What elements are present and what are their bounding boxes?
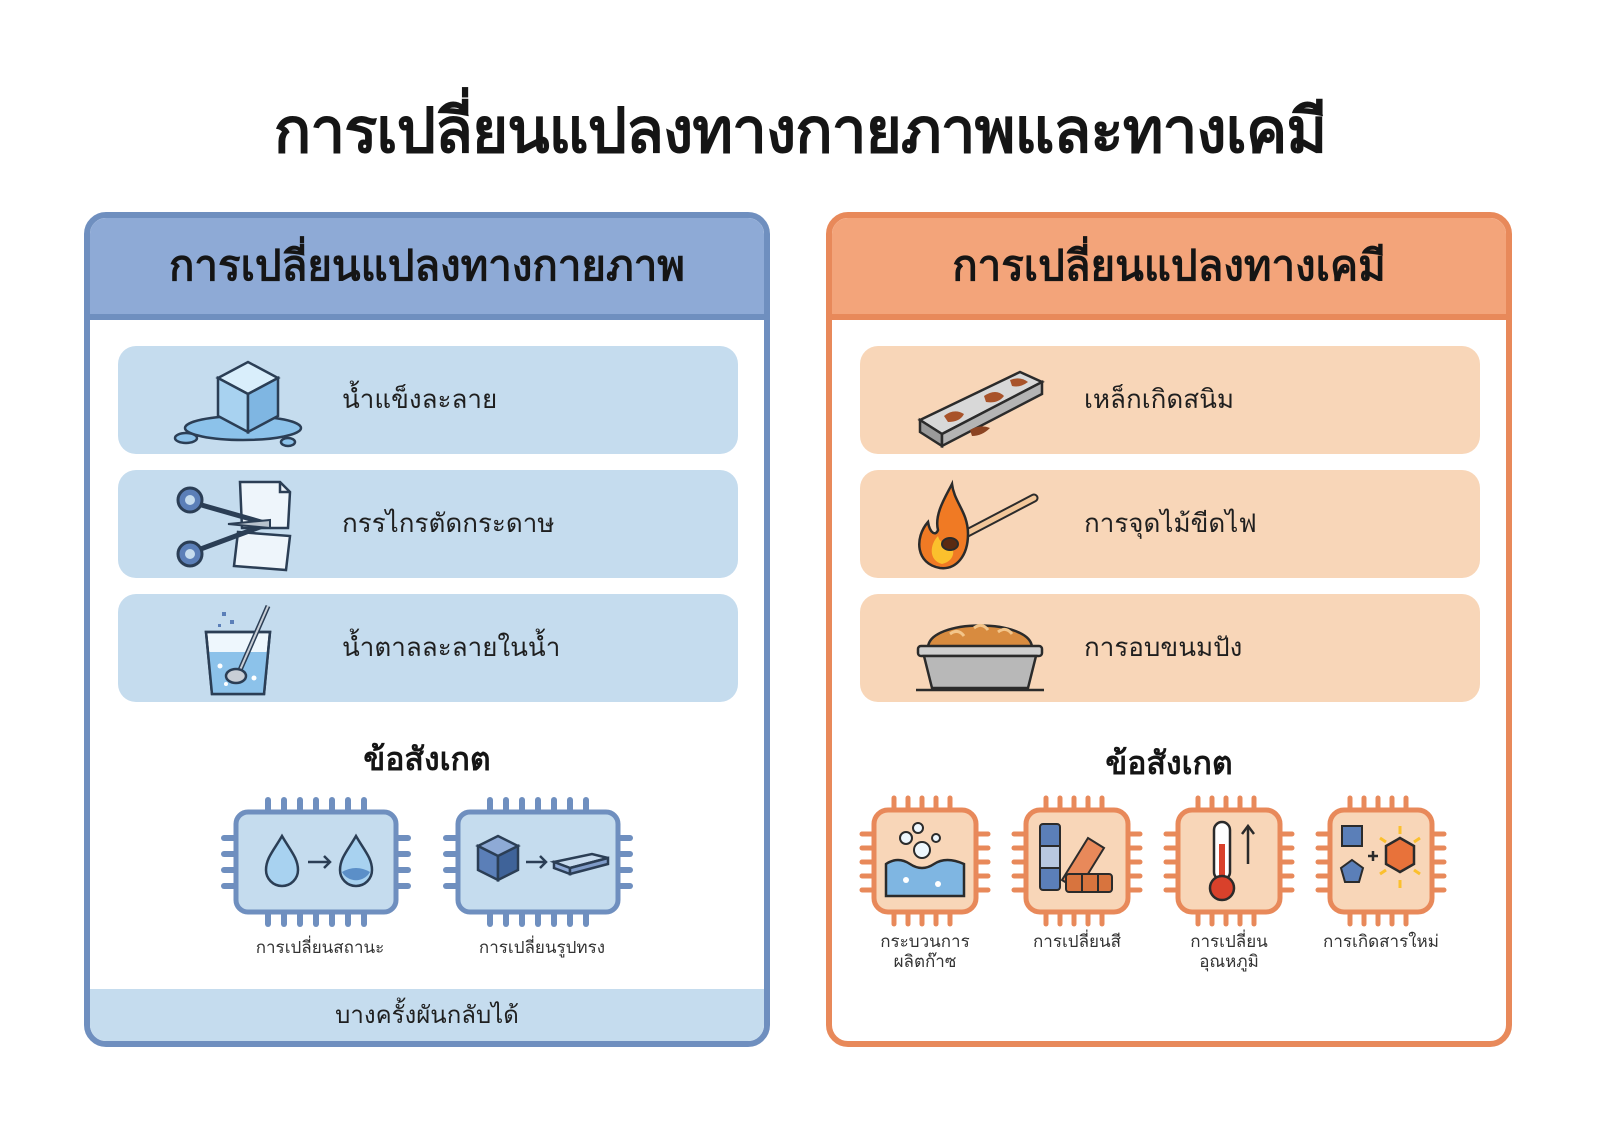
chemical-observation-item: การเกิดสารใหม่ [1314,794,1448,952]
physical-observation-label: การเปลี่ยนรูปทรง [478,938,606,958]
gas-bubbles-icon [859,795,991,927]
physical-example-label: น้ำแข็งละลาย [342,385,498,415]
sugar-dissolving-icon [204,604,272,696]
rusty-iron-icon [917,370,1045,449]
chemical-example-card: เหล็กเกิดสนิม [860,346,1480,454]
chemical-observation-label: การเปลี่ยนสี [970,932,1184,952]
chemical-example-label: การอบขนมปัง [1084,633,1243,663]
chemical-observation-item: การเปลี่ยนสี [1010,794,1144,952]
chemical-panel-heading: การเปลี่ยนแปลงทางเคมี [832,218,1506,320]
chemical-observation-text: การเปลี่ยนสี [1033,932,1121,952]
physical-observation-title: ข้อสังเกต [363,740,491,778]
shape-change-icon [443,797,633,927]
chemical-observation-text: กระบวนการ ผลิตก๊าซ [880,932,970,972]
physical-observation-label: การเปลี่ยนสถานะ [255,938,385,958]
ice-melting-icon [173,360,303,448]
physical-example-card: น้ำแข็งละลาย [118,346,738,454]
chemical-observation-text: การเกิดสารใหม่ [1323,932,1439,952]
thermometer-icon [1163,795,1295,927]
physical-change-panel: การเปลี่ยนแปลงทางกายภาพ น้ำแข็งละลาย กรร… [84,212,770,1047]
chemical-change-panel: การเปลี่ยนแปลงทางเคมี เหล็กเกิดสนิม การจ… [826,212,1512,1047]
chemical-example-card: การอบขนมปัง [860,594,1480,702]
color-swatch-icon [1011,795,1143,927]
burning-match-icon [918,479,1039,570]
chemical-example-card: การจุดไม้ขีดไฟ [860,470,1480,578]
physical-example-label: กรรไกรตัดกระดาษ [342,509,555,539]
physical-observation-item: การเปลี่ยนสถานะ [220,792,420,958]
chemical-observation-text: การเปลี่ยน อุณหภูมิ [1190,932,1268,972]
physical-panel-heading: การเปลี่ยนแปลงทางกายภาพ [90,218,764,320]
chemical-observation-title: ข้อสังเกต [1105,744,1233,782]
physical-observation-item: การเปลี่ยนรูปทรง [442,792,642,958]
physical-example-card: น้ำตาลละลายในน้ำ [118,594,738,702]
physical-footer-note: บางครั้งผันกลับได้ [90,989,764,1041]
physical-example-label: น้ำตาลละลายในน้ำ [342,633,561,663]
chemical-observation-item: กระบวนการ ผลิตก๊าซ [858,794,992,972]
chemical-observation-label: การเปลี่ยน อุณหภูมิ [1122,932,1336,972]
chemical-example-label: เหล็กเกิดสนิม [1084,385,1234,415]
chemical-observation-label: กระบวนการ ผลิตก๊าซ [832,932,1032,972]
page-title: การเปลี่ยนแปลงทางกายภาพและทางเคมี [273,94,1327,167]
chemical-example-label: การจุดไม้ขีดไฟ [1084,509,1257,539]
state-change-icon [221,797,411,927]
physical-example-card: กรรไกรตัดกระดาษ [118,470,738,578]
chemical-observation-item: การเปลี่ยน อุณหภูมิ [1162,794,1296,972]
chemical-observation-label: การเกิดสารใหม่ [1274,932,1488,952]
baking-bread-icon [916,623,1044,692]
new-substance-icon [1315,795,1447,927]
scissors-cutting-paper-icon [176,480,292,572]
